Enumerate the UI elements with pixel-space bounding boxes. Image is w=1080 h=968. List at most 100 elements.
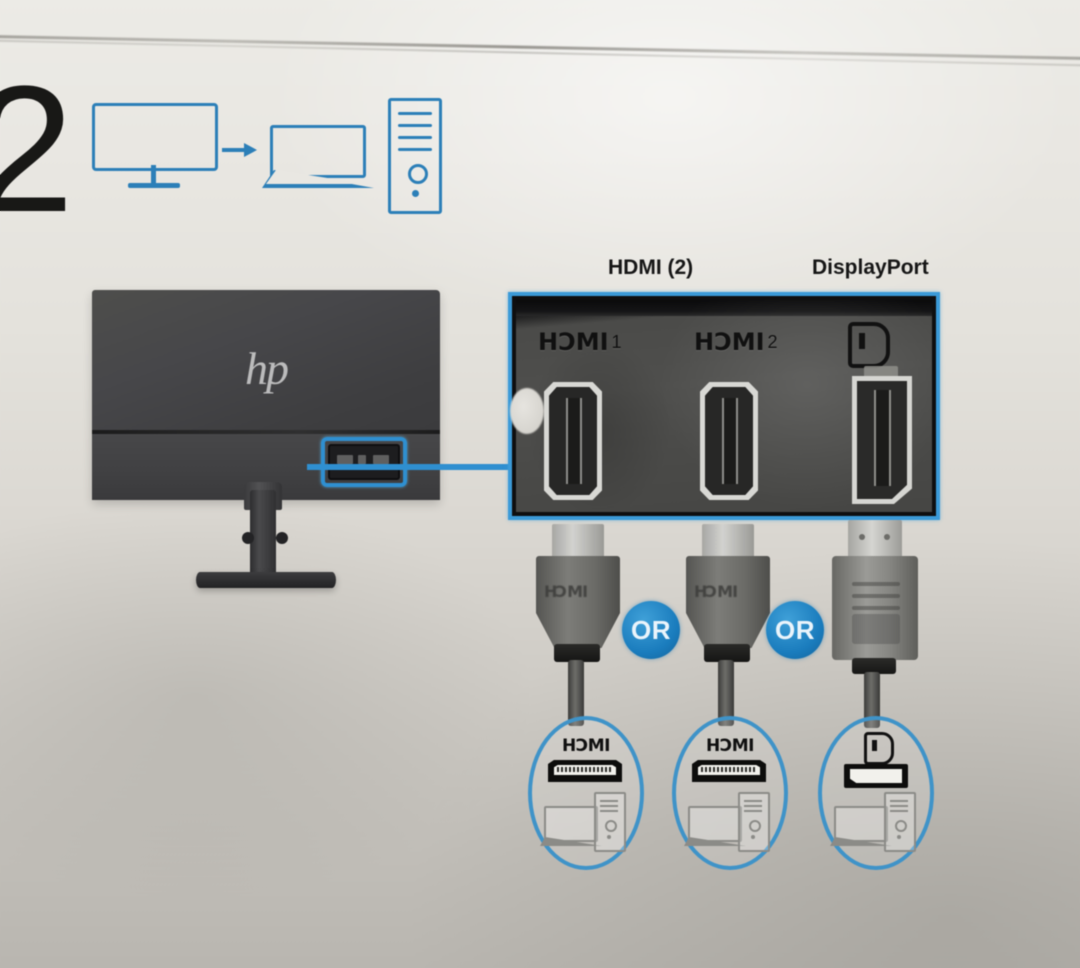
arrow-right-icon — [222, 143, 260, 157]
hdmi-cable-2: HCMI — [680, 524, 776, 726]
hdmi-connector-slot — [554, 765, 616, 775]
laptop-tower-group-icon — [540, 792, 630, 852]
rear-ports-highlight-box — [321, 437, 407, 487]
displayport-connector-icon — [844, 764, 908, 788]
caption-displayport: DisplayPort — [812, 256, 929, 279]
monitor-neck-shape — [151, 165, 156, 185]
callout-connector-line — [307, 464, 515, 470]
tower-shape — [738, 792, 770, 852]
rear-port-shape — [358, 455, 366, 464]
hdmi-cable-tip — [702, 524, 754, 558]
tower-vent-bar — [744, 810, 762, 812]
tower-vent-bar — [398, 124, 432, 128]
tower-vent-bar — [890, 810, 908, 812]
port-displayport — [846, 320, 966, 510]
monitor-screen-shape — [92, 103, 218, 171]
option-circle-hdmi-1: HCMI — [528, 716, 644, 870]
option-label-hdmi: HCMI — [562, 736, 610, 756]
tower-vent-bar — [744, 800, 762, 802]
hdmi-cable-tip — [552, 524, 604, 558]
tower-vent-bar — [744, 805, 762, 807]
top-device-diagram — [92, 98, 452, 218]
displayport-pin — [884, 534, 890, 540]
tower-vent-bar — [890, 800, 908, 802]
panel-glare-oval — [510, 388, 544, 434]
displayport-pin — [859, 534, 865, 540]
tower-vent-bar — [600, 805, 618, 807]
hdmi-receptacle-slot — [722, 398, 738, 484]
monitor-base-shape — [128, 183, 180, 188]
tower-vent-bar — [398, 148, 432, 152]
hdmi-wordmark: HCMI — [694, 328, 765, 356]
hdmi-cable-1: HCMI — [530, 524, 626, 726]
paper-crease-line — [0, 34, 1080, 61]
hdmi-cable-body — [686, 556, 770, 648]
hdmi-receptacle-slot — [566, 398, 582, 484]
desktop-tower-icon — [388, 98, 442, 214]
tower-led-dot — [607, 835, 611, 839]
displayport-tab — [864, 366, 898, 376]
laptop-deck-shape — [262, 170, 374, 188]
displayport-logo-icon — [848, 322, 890, 368]
laptop-icon — [262, 125, 374, 191]
displayport-grip-pad — [852, 614, 900, 644]
option-label-hdmi: HCMI — [706, 736, 754, 756]
port-number: 1 — [611, 332, 622, 352]
laptop-tower-group-icon — [684, 792, 774, 852]
arrow-head — [244, 143, 257, 157]
laptop-deck-shape — [830, 837, 892, 846]
rear-port-shape — [373, 455, 389, 464]
rear-port-shape — [337, 455, 353, 464]
laptop-tower-group-icon — [830, 792, 920, 852]
hdmi-connector-slot — [698, 765, 760, 775]
tower-vent-bar — [600, 800, 618, 802]
displayport-grip-ridge — [852, 606, 900, 610]
tower-shape — [884, 792, 916, 852]
or-badge-2: OR — [766, 601, 824, 659]
hdmi-connector-icon — [692, 760, 766, 782]
or-badge-1: OR — [622, 601, 680, 659]
tower-power-button-icon — [749, 820, 761, 832]
tower-power-button-icon — [408, 164, 428, 184]
displayport-cable-tip — [848, 520, 902, 560]
tower-vent-bar — [890, 805, 908, 807]
displayport-cable-body — [832, 556, 918, 660]
tower-shape — [594, 792, 626, 852]
rear-ports-inner — [328, 444, 400, 480]
monitor-stand-neck — [250, 490, 276, 578]
displayport-receptacle-slot — [874, 390, 891, 486]
displayport-connector-slot — [850, 769, 902, 783]
tower-vent-bar — [398, 136, 432, 140]
hdmi-cable-wordmark: HCMI — [694, 582, 738, 601]
arrow-shaft — [222, 148, 246, 152]
displayport-grip-ridge — [852, 594, 900, 598]
hdmi-wordmark: HCMI — [538, 328, 609, 356]
tower-led-dot — [897, 835, 901, 839]
displayport-logo-icon — [864, 732, 894, 765]
port-number: 2 — [767, 332, 778, 352]
hp-logo: hp — [245, 342, 289, 394]
laptop-deck-shape — [540, 837, 602, 846]
stand-notch-right — [276, 532, 288, 544]
laptop-deck-shape — [684, 837, 746, 846]
tower-power-button-icon — [895, 820, 907, 832]
caption-hdmi: HDMI (2) — [608, 256, 694, 279]
hdmi-cable-wordmark: HCMI — [544, 582, 588, 601]
stand-notch-left — [242, 532, 254, 544]
option-circle-displayport — [818, 716, 934, 870]
monitor-icon — [92, 103, 218, 188]
displayport-cable — [826, 520, 922, 728]
tower-led-dot — [751, 835, 755, 839]
hdmi-cable-body — [536, 556, 620, 648]
ports-panel-top-band — [516, 300, 932, 316]
tower-led-dot — [412, 190, 419, 197]
monitor-stand-base — [196, 572, 336, 588]
